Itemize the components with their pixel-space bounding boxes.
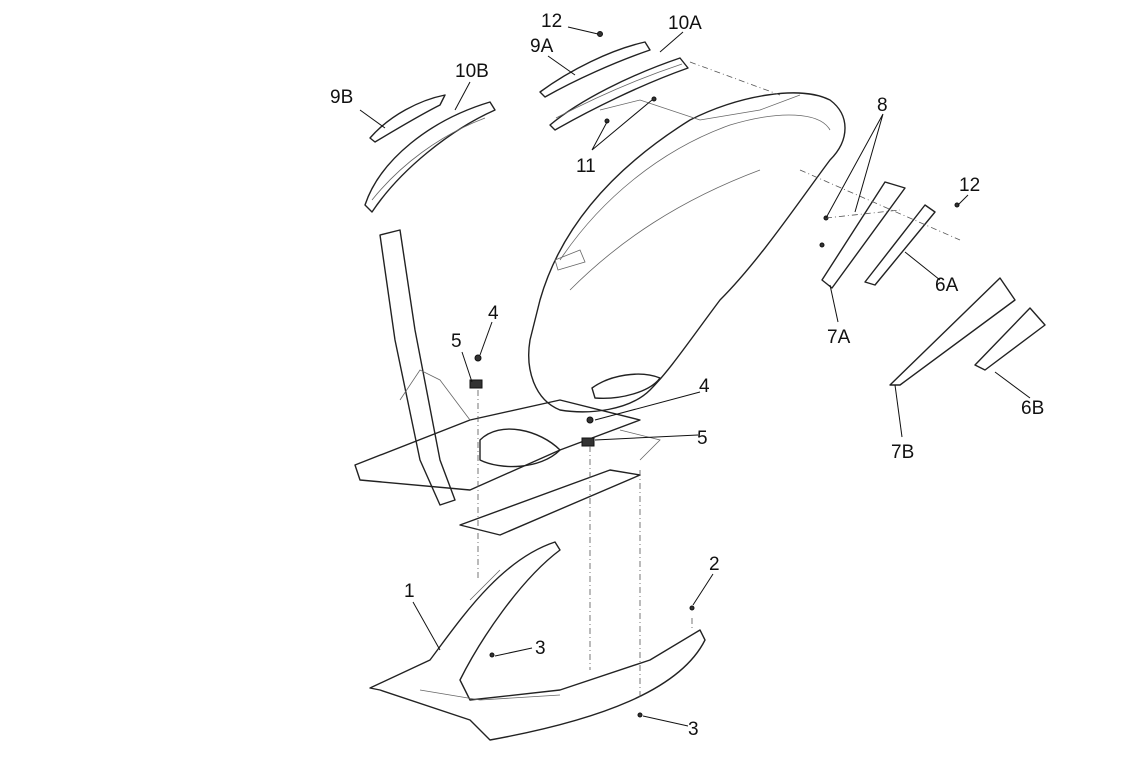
- label-11: 11: [576, 156, 596, 177]
- part-1-floor-panel: [369, 541, 706, 741]
- label-12-top: 12: [541, 11, 562, 32]
- leader-lines: [359, 26, 1031, 727]
- label-4-left: 4: [488, 303, 499, 324]
- label-8: 8: [877, 95, 888, 116]
- label-3-lower: 3: [688, 719, 699, 740]
- label-9a: 9A: [530, 36, 554, 57]
- callout-labels: 12 10A 9A 10B 9B 11 8 12 6A 7A 5 4 4 5 7…: [330, 11, 1044, 740]
- part-7a-6a: [821, 181, 936, 289]
- label-7a: 7A: [827, 327, 851, 348]
- label-5-right: 5: [697, 428, 708, 449]
- label-4-right: 4: [699, 376, 710, 397]
- label-7b: 7B: [891, 442, 914, 463]
- label-1: 1: [404, 581, 415, 602]
- label-3-upper: 3: [535, 638, 546, 659]
- body-shell: [528, 92, 846, 413]
- label-6a: 6A: [935, 275, 959, 296]
- alignment-lines: [477, 61, 961, 700]
- part-7b-6b: [889, 277, 1046, 386]
- part-9b-10b: [364, 94, 496, 213]
- label-10a: 10A: [668, 13, 702, 34]
- frame: [354, 229, 661, 536]
- screws: [469, 31, 960, 718]
- part-9a-10a: [539, 41, 689, 131]
- label-9b: 9B: [330, 87, 353, 108]
- label-2: 2: [709, 554, 720, 575]
- label-12-right: 12: [959, 175, 980, 196]
- label-10b: 10B: [455, 61, 489, 82]
- label-5-left: 5: [451, 331, 462, 352]
- label-6b: 6B: [1021, 398, 1044, 419]
